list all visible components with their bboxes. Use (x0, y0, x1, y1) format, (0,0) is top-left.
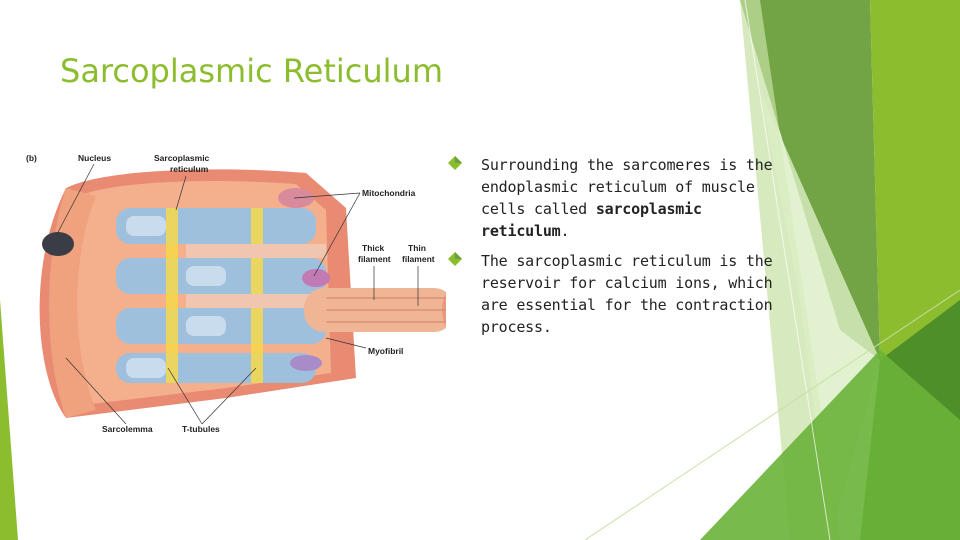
label-mitochondria: Mitochondria (362, 188, 416, 198)
label-thin-filament-1: Thin (408, 243, 426, 253)
muscle-fiber-diagram: (b) Nucleus Sarcoplasmic reticulum Mitoc… (26, 153, 446, 434)
bullet-item-2: The sarcoplasmic reticulum is the reserv… (448, 250, 778, 338)
bullet-1-text: Surrounding the sarcomeres is the endopl… (481, 156, 773, 218)
myofibril-bundle (116, 208, 326, 383)
bullet-item-1: Surrounding the sarcomeres is the endopl… (448, 154, 778, 242)
bullet-1-end: . (560, 222, 570, 240)
green-diamond-bullet-icon (448, 252, 462, 266)
panel-label: (b) (26, 153, 37, 163)
label-sarcolemma: Sarcolemma (102, 424, 153, 434)
leader-lines (55, 163, 419, 425)
label-nucleus: Nucleus (78, 153, 111, 163)
bullet-1-bold: sarcoplasmic reticulum (481, 200, 702, 240)
bullet-2-text: The sarcoplasmic reticulum is the reserv… (481, 252, 773, 336)
green-diamond-bullet-icon (448, 156, 462, 170)
label-t-tubules: T-tubules (182, 424, 220, 434)
nucleus-shape (42, 232, 74, 256)
label-thick-filament-2: filament (358, 254, 391, 264)
slide-title: Sarcoplasmic Reticulum (60, 52, 443, 90)
bullet-list: Surrounding the sarcomeres is the endopl… (448, 154, 778, 346)
label-sarcoplasmic-reticulum-2: reticulum (170, 164, 209, 174)
label-thick-filament-1: Thick (362, 243, 384, 253)
label-thin-filament-2: filament (402, 254, 435, 264)
label-sarcoplasmic-reticulum-1: Sarcoplasmic (154, 153, 210, 163)
label-myofibril: Myofibril (368, 346, 403, 356)
